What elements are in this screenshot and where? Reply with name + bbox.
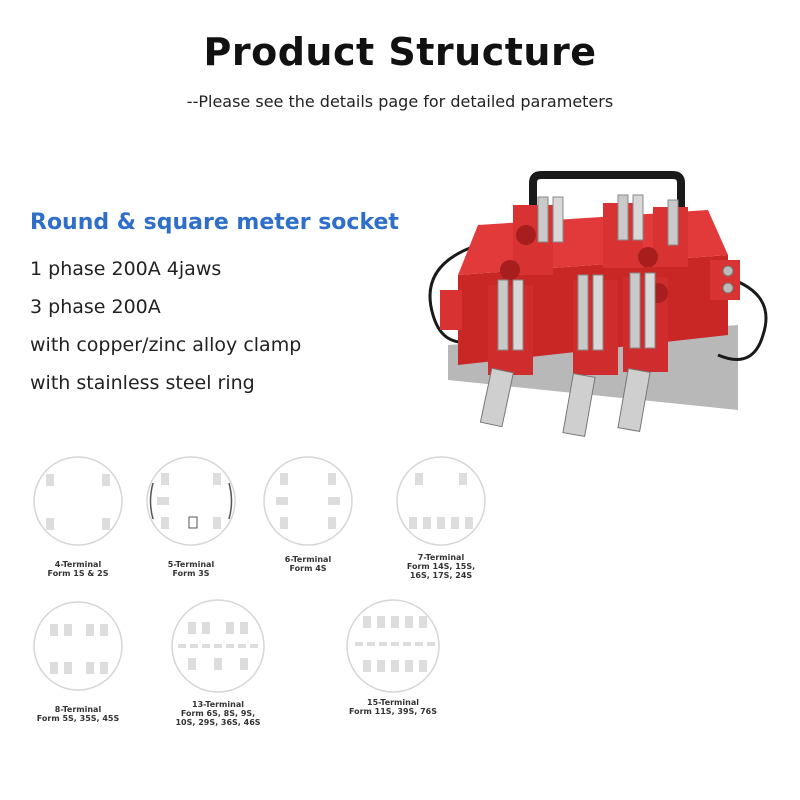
page-subtitle: --Please see the details page for detail… [186, 92, 614, 111]
feature-line-4: with stainless steel ring [30, 372, 255, 394]
feature-line-3: with copper/zinc alloy clamp [30, 334, 302, 356]
meter-socket-illustration [428, 171, 768, 438]
diagram-6-terminal [263, 456, 353, 546]
diagram-5-terminal [146, 456, 236, 546]
diagram-8-terminal [33, 601, 123, 691]
page-title: Product Structure [203, 30, 597, 74]
diagram-4-terminal [33, 456, 123, 546]
features-heading: Round & square meter socket [30, 210, 399, 235]
diagram-15-terminal [346, 599, 440, 693]
feature-line-2: 3 phase 200A [30, 296, 161, 318]
diagram-13-terminal [171, 599, 265, 693]
diagram-7-terminal [396, 456, 486, 546]
feature-line-1: 1 phase 200A 4jaws [30, 258, 222, 280]
